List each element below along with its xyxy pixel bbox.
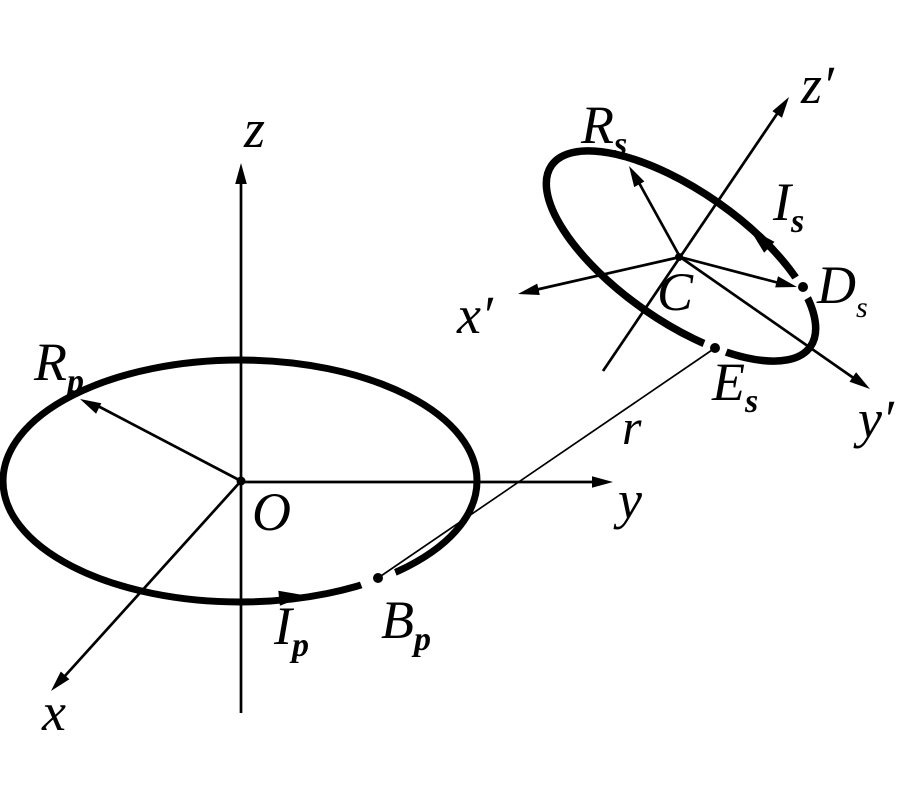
z-axis-arrowhead: [235, 163, 247, 184]
z-axis-label: z: [243, 99, 265, 159]
primary-radius-arrowhead: [80, 399, 102, 414]
c-to-ds-vector: [679, 255, 780, 285]
center-c-label: C: [657, 262, 694, 322]
y-prime-axis-line: [679, 255, 856, 381]
bp-point-label: Bp: [381, 590, 431, 658]
z-prime-axis-line: [601, 107, 783, 372]
secondary-radius-arrowhead: [629, 166, 645, 188]
center-c-point: [675, 253, 683, 261]
es-point-label: Es: [711, 352, 758, 420]
z-prime-axis-label: z′: [800, 55, 835, 115]
r-distance-label: r: [622, 399, 642, 455]
z-prime-arrowhead: [772, 97, 789, 118]
x-prime-axis-line: [534, 255, 681, 292]
primary-radius-label: Rp: [33, 332, 84, 400]
y-axis-arrowhead: [592, 476, 613, 488]
x-axis-label: x: [41, 682, 66, 742]
primary-current-arrowhead: [278, 590, 306, 606]
y-prime-arrowhead: [849, 372, 870, 389]
secondary-radius-vector: [636, 180, 682, 258]
secondary-current-arrowhead: [749, 228, 775, 253]
secondary-current-label: Is: [772, 172, 804, 240]
secondary-radius-label: Rs: [580, 95, 627, 163]
ds-point-label: Ds: [816, 255, 868, 324]
r-distance-line: [377, 347, 716, 579]
x-axis-arrowhead: [51, 671, 70, 691]
x-axis-line: [62, 480, 243, 678]
bp-point: [373, 573, 383, 583]
es-point: [710, 343, 720, 353]
y-axis-label: y: [613, 470, 642, 530]
ds-point: [798, 282, 808, 292]
origin-point: [236, 476, 246, 486]
primary-radius-vector: [95, 403, 242, 483]
origin-label: O: [252, 482, 291, 542]
x-prime-axis-label: x′: [456, 285, 494, 345]
c-to-ds-arrowhead: [775, 276, 797, 288]
y-prime-axis-label: y′: [853, 389, 895, 449]
primary-current-label: Ip: [273, 596, 309, 664]
x-prime-arrowhead: [518, 283, 540, 295]
